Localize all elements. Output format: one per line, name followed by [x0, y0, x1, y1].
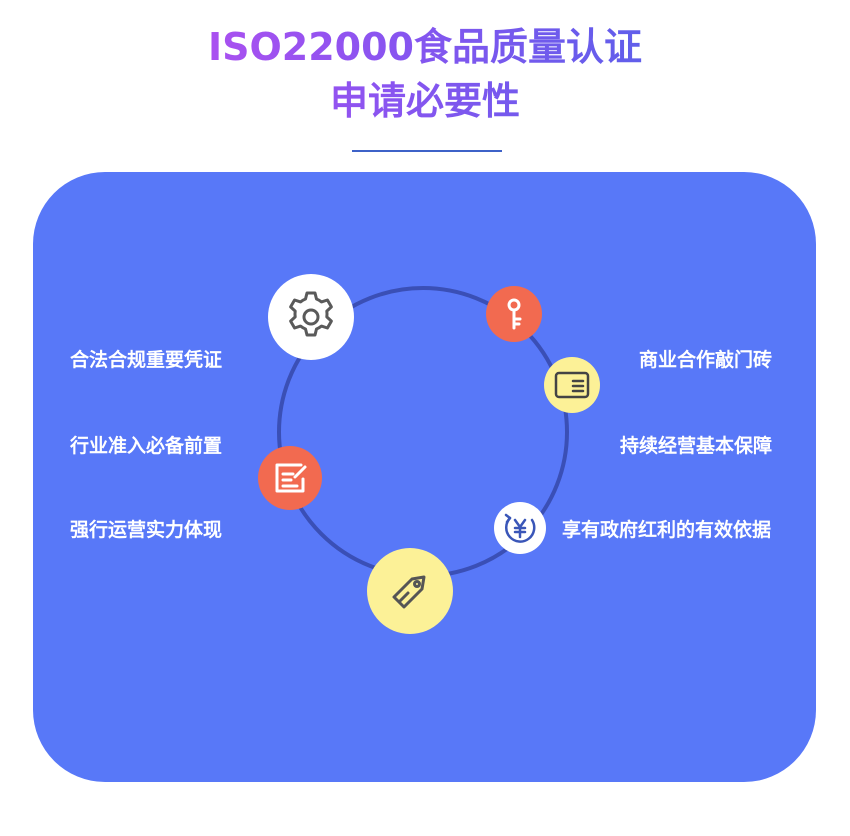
- key-node: [486, 286, 542, 342]
- right-item-cooperation: 商业合作敲门砖: [639, 349, 773, 371]
- title-divider: [352, 150, 502, 152]
- page-subtitle: 申请必要性: [0, 76, 850, 126]
- left-item-access: 行业准入必备前置: [70, 435, 223, 457]
- page-title: ISO22000食品质量认证: [0, 22, 850, 72]
- right-item-operation: 持续经营基本保障: [620, 435, 773, 457]
- right-item-policy: 享有政府红利的有效依据: [562, 519, 772, 541]
- tag-node: [367, 548, 453, 634]
- edit-node: [258, 446, 322, 510]
- yen-icon: [501, 509, 539, 547]
- gear-icon: [281, 287, 341, 347]
- yen-node: [494, 502, 546, 554]
- card-node: [544, 357, 600, 413]
- edit-icon: [271, 459, 309, 497]
- tag-icon: [386, 567, 434, 615]
- left-item-legal: 合法合规重要凭证: [70, 349, 223, 371]
- left-item-strength: 强行运营实力体现: [70, 519, 223, 541]
- key-icon: [499, 297, 529, 331]
- card-icon: [553, 370, 591, 400]
- gear-node: [268, 274, 354, 360]
